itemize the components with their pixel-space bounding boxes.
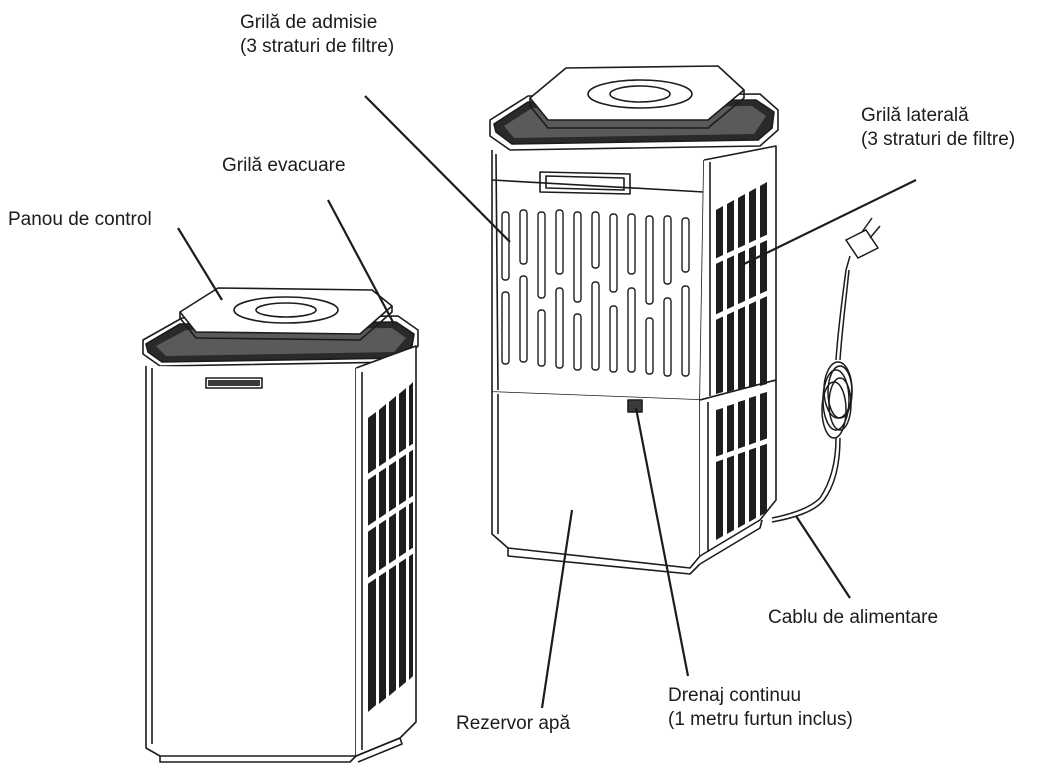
leader-lines [177, 95, 917, 709]
label-control-panel: Panou de control [8, 209, 152, 230]
right-unit-side-vents [716, 182, 767, 540]
label-side-grille: Grilă laterală (3 straturi de filtre) [861, 104, 1015, 152]
leader-water-tank [540, 509, 574, 709]
leader-continuous-drain [634, 407, 690, 677]
label-water-tank: Rezervor apă [456, 713, 571, 734]
leader-exhaust-grille [327, 199, 395, 325]
label-continuous-drain-line2: (1 metru furtun inclus) [668, 709, 853, 730]
label-side-grille-line1: Grilă laterală [861, 105, 969, 126]
leader-power-cable [795, 515, 851, 599]
label-intake-grille-line2: (3 straturi de filtre) [240, 36, 395, 57]
label-exhaust-grille: Grilă evacuare [222, 155, 346, 176]
label-continuous-drain-line1: Drenaj continuu [668, 685, 802, 706]
power-cable [771, 217, 881, 523]
label-intake-grille-line1: Grilă de admisie [240, 12, 378, 33]
leader-side-grille [743, 179, 917, 265]
label-intake-grille: Grilă de admisie (3 straturi de filtre) [240, 11, 394, 59]
label-power-cable: Cablu de alimentare [768, 607, 939, 628]
label-continuous-drain: Drenaj continuu (1 metru furtun inclus) [668, 684, 853, 732]
label-side-grille-line2: (3 straturi de filtre) [861, 129, 1016, 150]
leader-intake-grille [364, 95, 511, 243]
right-unit-front-grille [501, 209, 690, 377]
right-unit-vent-breaks [712, 233, 772, 463]
left-unit-side-vents [368, 382, 413, 712]
leader-control-panel [177, 227, 223, 301]
left-unit-vent-breaks [364, 443, 416, 585]
